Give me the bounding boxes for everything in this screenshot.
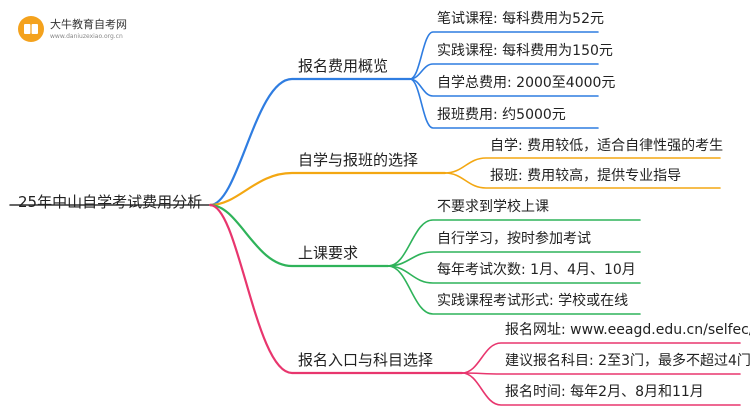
leaf-enroll-1: 报名网址: www.eeagd.edu.cn/selfec/ — [505, 322, 750, 338]
connector-enroll-2 — [461, 372, 741, 375]
connector-class-2 — [387, 251, 641, 267]
connector-enroll-1 — [461, 342, 741, 374]
root-topic: 25年中山自学考试费用分析 — [18, 193, 203, 211]
leaf-fee-4: 报班费用: 约5000元 — [437, 107, 566, 123]
connector-choice — [208, 171, 447, 207]
logo-url: www.daniuzexiao.org.cn — [50, 33, 123, 40]
leaf-fee-2: 实践课程: 每科费用为150元 — [437, 43, 613, 59]
leaf-class-1: 不要求到学校上课 — [437, 199, 549, 215]
connector-fee-4 — [409, 78, 599, 129]
leaf-enroll-3: 报名时间: 每年2月、8月和11月 — [505, 384, 704, 400]
branch-choice-label: 自学与报班的选择 — [298, 151, 419, 169]
site-logo: 大牛教育自考网 www.daniuzexiao.org.cn — [18, 14, 158, 50]
connector-fee-1 — [409, 31, 599, 80]
logo-book-icon — [18, 16, 44, 42]
connector-enroll-3 — [461, 372, 741, 406]
leaf-fee-1: 笔试课程: 每科费用为52元 — [437, 11, 604, 27]
leaf-choice-1: 自学: 费用较低，适合自律性强的考生 — [490, 138, 724, 154]
leaf-enroll-2: 建议报名科目: 2至3门，最多不超过4门 — [505, 353, 750, 369]
connector-choice-2 — [444, 172, 721, 189]
logo-title: 大牛教育自考网 — [50, 18, 127, 31]
connector-class-4 — [387, 265, 641, 315]
branch-class-label: 上课要求 — [298, 244, 359, 262]
leaf-class-2: 自行学习，按时参加考试 — [437, 231, 591, 247]
branch-fee-label: 报名费用概览 — [298, 57, 389, 75]
leaf-fee-3: 自学总费用: 2000至4000元 — [437, 75, 616, 91]
connector-choice-1 — [444, 157, 721, 174]
connector-fee — [208, 77, 412, 207]
leaf-choice-2: 报班: 费用较高，提供专业指导 — [490, 168, 682, 184]
leaf-class-4: 实践课程考试形式: 学校或在线 — [437, 293, 629, 309]
connector-class-1 — [387, 219, 641, 267]
connector-fee-2 — [409, 63, 599, 80]
branch-enroll-label: 报名入口与科目选择 — [298, 351, 434, 369]
connector-class — [208, 203, 390, 268]
connector-enroll — [208, 203, 464, 375]
leaf-class-3: 每年考试次数: 1月、4月、10月 — [437, 262, 636, 278]
